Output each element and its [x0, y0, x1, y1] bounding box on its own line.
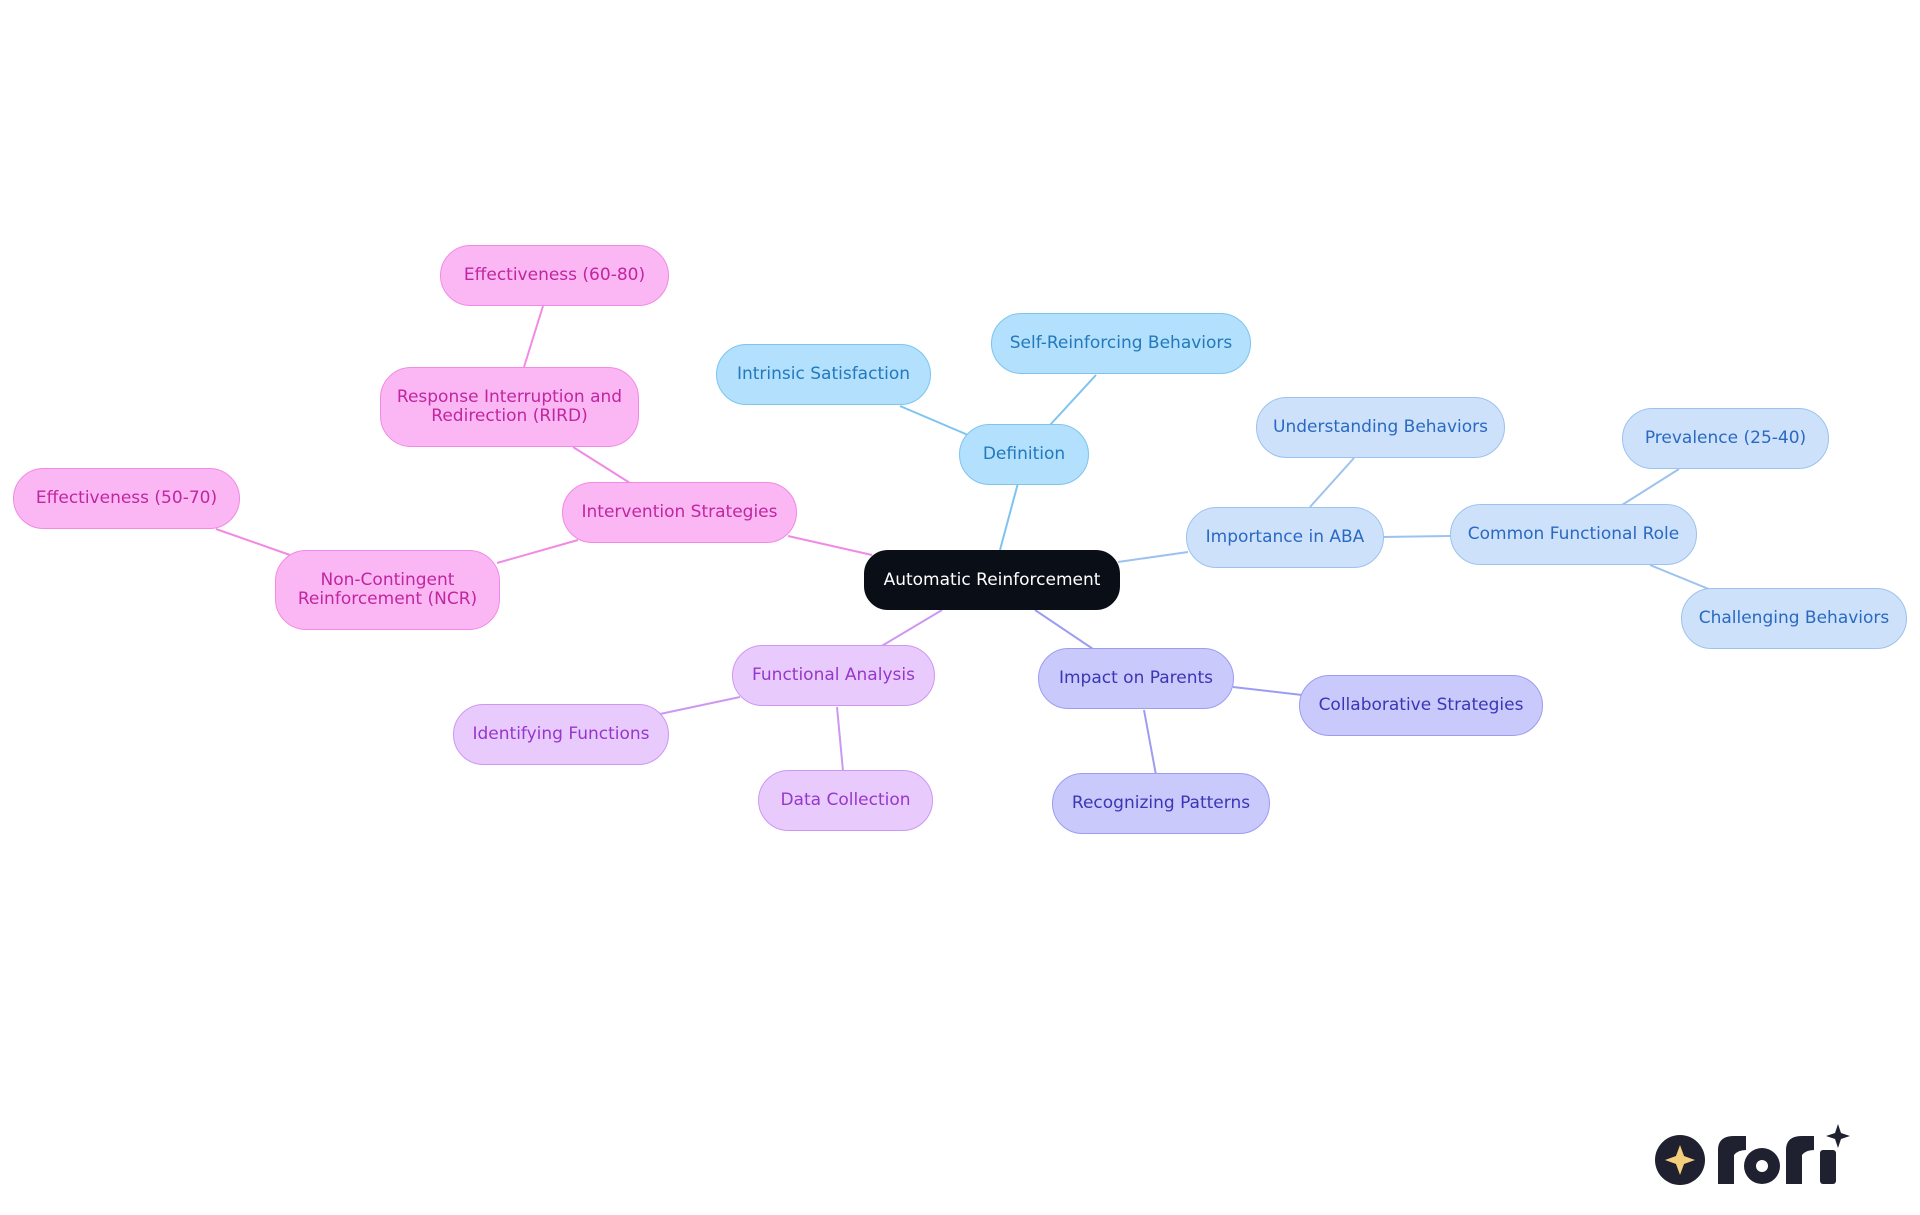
edge-root-functional	[879, 609, 943, 648]
node-definition[interactable]: Definition	[959, 424, 1089, 485]
edge-definition-intrinsic	[899, 405, 969, 436]
rori-logo: rori	[1655, 1124, 1850, 1185]
node-importance-in-aba-label: Importance in ABA	[1205, 527, 1365, 547]
node-definition-label: Definition	[982, 444, 1066, 464]
edge-root-intervention	[787, 535, 873, 556]
node-recognizing-patterns[interactable]: Recognizing Patterns	[1052, 773, 1270, 834]
edge-importance-common-role	[1382, 535, 1451, 538]
edge-root-impact	[1034, 609, 1097, 652]
edge-importance-understanding	[1309, 457, 1355, 508]
node-prevalence[interactable]: Prevalence (25-40)	[1622, 408, 1829, 469]
connector-lines	[215, 305, 1717, 776]
edge-functional-identifying	[659, 696, 741, 715]
node-prevalence-label: Prevalence (25-40)	[1644, 428, 1807, 448]
edge-functional-data-collection	[836, 706, 844, 772]
node-ncr-label: Non-Contingent Reinforcement (NCR)	[297, 570, 478, 609]
node-functional-analysis-label: Functional Analysis	[752, 665, 915, 685]
node-collaborative-strategies-label: Collaborative Strategies	[1318, 695, 1524, 715]
node-common-functional-role-label: Common Functional Role	[1467, 524, 1680, 544]
edge-intervention-rird	[572, 446, 631, 484]
node-data-collection[interactable]: Data Collection	[758, 770, 933, 831]
root-node-label: Automatic Reinforcement	[883, 569, 1101, 590]
node-intrinsic-satisfaction-label: Intrinsic Satisfaction	[736, 364, 911, 384]
node-intrinsic-satisfaction[interactable]: Intrinsic Satisfaction	[716, 344, 931, 405]
edge-common-role-challenging	[1649, 564, 1717, 593]
node-effectiveness-60-80[interactable]: Effectiveness (60-80)	[440, 245, 669, 306]
edge-impact-recognizing	[1143, 709, 1157, 776]
node-impact-on-parents-label: Impact on Parents	[1058, 668, 1214, 688]
node-rird[interactable]: Response Interruption and Redirection (R…	[380, 367, 639, 447]
node-functional-analysis[interactable]: Functional Analysis	[732, 645, 935, 706]
node-challenging-behaviors-label: Challenging Behaviors	[1698, 608, 1890, 628]
node-identifying-functions-label: Identifying Functions	[472, 724, 650, 744]
edge-rird-eff-60-80	[523, 305, 544, 368]
node-challenging-behaviors[interactable]: Challenging Behaviors	[1681, 588, 1907, 649]
node-intervention-strategies[interactable]: Intervention Strategies	[562, 482, 797, 543]
node-effectiveness-50-70-label: Effectiveness (50-70)	[35, 488, 218, 508]
edge-common-role-prevalence	[1621, 468, 1680, 506]
node-impact-on-parents[interactable]: Impact on Parents	[1038, 648, 1234, 709]
root-node[interactable]: Automatic Reinforcement	[864, 550, 1120, 610]
node-understanding-behaviors[interactable]: Understanding Behaviors	[1256, 397, 1505, 458]
node-identifying-functions[interactable]: Identifying Functions	[453, 704, 669, 765]
node-importance-in-aba[interactable]: Importance in ABA	[1186, 507, 1384, 568]
edge-intervention-ncr	[496, 539, 579, 564]
node-common-functional-role[interactable]: Common Functional Role	[1450, 504, 1697, 565]
edge-root-importance	[1117, 551, 1189, 563]
node-collaborative-strategies[interactable]: Collaborative Strategies	[1299, 675, 1543, 736]
node-effectiveness-60-80-label: Effectiveness (60-80)	[463, 265, 646, 285]
node-rird-label: Response Interruption and Redirection (R…	[396, 387, 623, 426]
edge-impact-collaborative	[1232, 686, 1303, 696]
node-self-reinforcing-behaviors-label: Self-Reinforcing Behaviors	[1009, 333, 1233, 353]
logo-star-circle-icon	[1655, 1135, 1705, 1185]
node-self-reinforcing-behaviors[interactable]: Self-Reinforcing Behaviors	[991, 313, 1251, 374]
node-data-collection-label: Data Collection	[780, 790, 911, 810]
edge-ncr-eff-50-70	[215, 528, 291, 556]
node-understanding-behaviors-label: Understanding Behaviors	[1273, 417, 1488, 437]
edge-root-definition	[999, 482, 1019, 551]
node-effectiveness-50-70[interactable]: Effectiveness (50-70)	[13, 468, 240, 529]
logo-wordmark	[1718, 1124, 1850, 1184]
node-ncr[interactable]: Non-Contingent Reinforcement (NCR)	[275, 550, 500, 630]
node-recognizing-patterns-label: Recognizing Patterns	[1071, 793, 1251, 813]
node-intervention-strategies-label: Intervention Strategies	[581, 502, 778, 522]
edge-definition-self-reinforcing	[1049, 374, 1097, 426]
